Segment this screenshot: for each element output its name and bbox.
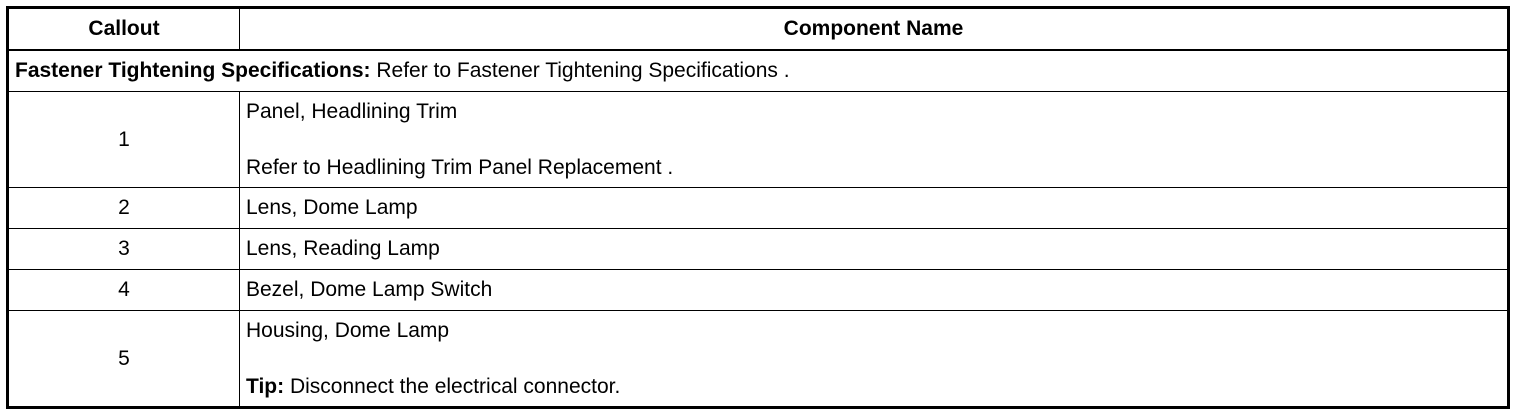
fastener-spec-separator: : [363,59,371,82]
component-name: Bezel, Dome Lamp Switch [239,269,1509,311]
table-row: 3 Lens, Reading Lamp [7,228,1509,270]
callout-cell: 5 [7,310,240,408]
callout-cell: 1 [7,91,240,188]
table-row: 5 Housing, Dome Lamp Tip: Disconnect the… [7,310,1509,408]
fastener-spec-label: Fastener Tightening Specifications [15,59,364,82]
table-header-row: Callout Component Name [7,7,1509,51]
component-name: Lens, Dome Lamp [239,187,1509,229]
fastener-spec-text: Refer to Fastener Tightening Specificati… [370,59,790,82]
table-row: 1 Panel, Headlining Trim Refer to Headli… [7,91,1509,188]
component-name: Lens, Reading Lamp [239,228,1509,270]
callout-cell: 3 [7,228,240,270]
fastener-spec-row: Fastener Tightening Specifications: Refe… [7,49,1509,92]
component-table-container: Callout Component Name Fastener Tighteni… [6,6,1510,409]
tip-text: Disconnect the electrical connector. [284,374,621,398]
column-header-callout: Callout [7,7,240,51]
callout-cell: 2 [7,187,240,229]
table-row: 4 Bezel, Dome Lamp Switch [7,269,1509,311]
callout-cell: 4 [7,269,240,311]
component-name: Panel, Headlining Trim [246,99,458,123]
component-name-cell: Housing, Dome Lamp Tip: Disconnect the e… [239,310,1509,408]
component-name-cell: Panel, Headlining Trim Refer to Headlini… [239,91,1509,188]
tip-label: Tip [246,374,278,398]
fastener-spec-cell: Fastener Tightening Specifications: Refe… [7,49,1509,92]
component-table: Callout Component Name Fastener Tighteni… [6,6,1510,409]
component-detail: Refer to Headlining Trim Panel Replaceme… [246,155,674,179]
tip-separator: : [277,374,285,398]
column-header-component-name: Component Name [239,7,1509,51]
table-row: 2 Lens, Dome Lamp [7,187,1509,229]
component-name: Housing, Dome Lamp [246,318,450,342]
component-tip: Tip: Disconnect the electrical connector… [246,374,1501,400]
